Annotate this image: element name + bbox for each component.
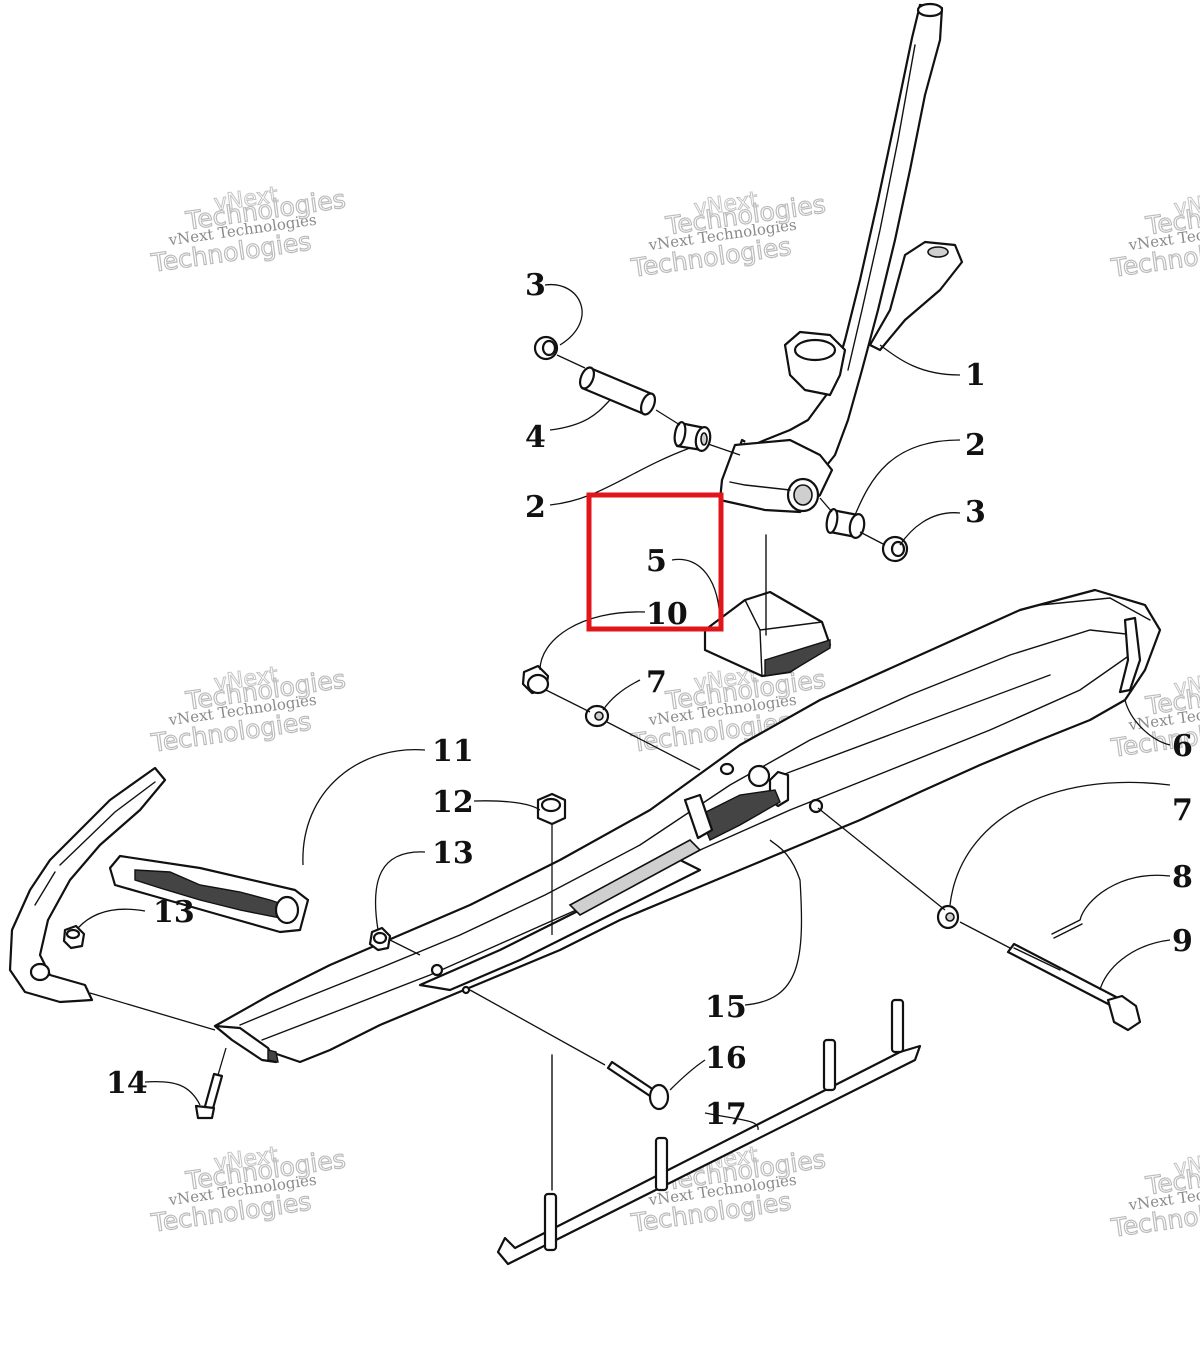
highlight-box xyxy=(586,492,724,632)
callout-16: 16 xyxy=(705,1041,747,1076)
washer-part xyxy=(936,904,960,930)
washer-part xyxy=(533,335,559,361)
callout-8: 8 xyxy=(1172,860,1193,895)
bushing-part xyxy=(673,421,712,452)
hex-nut-part xyxy=(536,792,567,826)
callout-labels: 1 2 2 3 3 4 5 6 7 7 8 9 10 11 12 13 13 1… xyxy=(106,268,1193,1132)
callout-1: 1 xyxy=(965,358,986,393)
flange-nut-part xyxy=(521,664,550,695)
watermark: vNext vNext Technologies Technologies Te… xyxy=(148,182,348,278)
callout-10: 10 xyxy=(646,597,688,632)
callout-3: 3 xyxy=(965,495,986,530)
watermark: vNext vNext Technologies Technologies Te… xyxy=(1108,1147,1200,1243)
callout-7: 7 xyxy=(646,665,667,700)
washer-part xyxy=(584,704,610,728)
callout-2: 2 xyxy=(965,428,986,463)
callout-2: 2 xyxy=(525,490,546,525)
cotter-pin-part xyxy=(1051,919,1083,939)
callout-5: 5 xyxy=(646,544,667,579)
callout-14: 14 xyxy=(106,1066,148,1101)
callout-17: 17 xyxy=(705,1097,747,1132)
ski-part xyxy=(213,588,1162,1064)
spindle-part xyxy=(718,2,964,514)
hex-nut-part xyxy=(368,926,392,952)
explosion-lines xyxy=(89,354,1011,1076)
watermark: vNext vNext Technologies Technologies Te… xyxy=(148,662,348,758)
callout-4: 4 xyxy=(525,420,546,455)
ski-handle-part xyxy=(8,766,310,1004)
long-bolt-part xyxy=(1006,942,1142,1032)
callout-13: 13 xyxy=(432,836,474,871)
callout-12: 12 xyxy=(432,785,474,820)
watermark: vNext vNext Technologies Technologies Te… xyxy=(1108,187,1200,283)
spacer-tube-part xyxy=(578,366,657,416)
carbide-runner-part xyxy=(496,998,922,1266)
screw-part xyxy=(606,1060,670,1111)
leader-lines xyxy=(77,284,1171,1131)
callout-3: 3 xyxy=(525,268,546,303)
callout-9: 9 xyxy=(1172,924,1193,959)
callout-7: 7 xyxy=(1172,793,1193,828)
watermark: vNext vNext Technologies Technologies Te… xyxy=(148,1142,348,1238)
callout-13: 13 xyxy=(153,895,195,930)
bushing-part xyxy=(825,508,866,539)
callout-11: 11 xyxy=(432,734,474,769)
hex-nut-part xyxy=(62,924,86,950)
bolt-part xyxy=(194,1072,224,1120)
watermark: vNext vNext Technologies Technologies Te… xyxy=(628,187,828,283)
callout-15: 15 xyxy=(705,990,747,1025)
wear-pad-part xyxy=(703,590,832,678)
callout-6: 6 xyxy=(1172,729,1193,764)
